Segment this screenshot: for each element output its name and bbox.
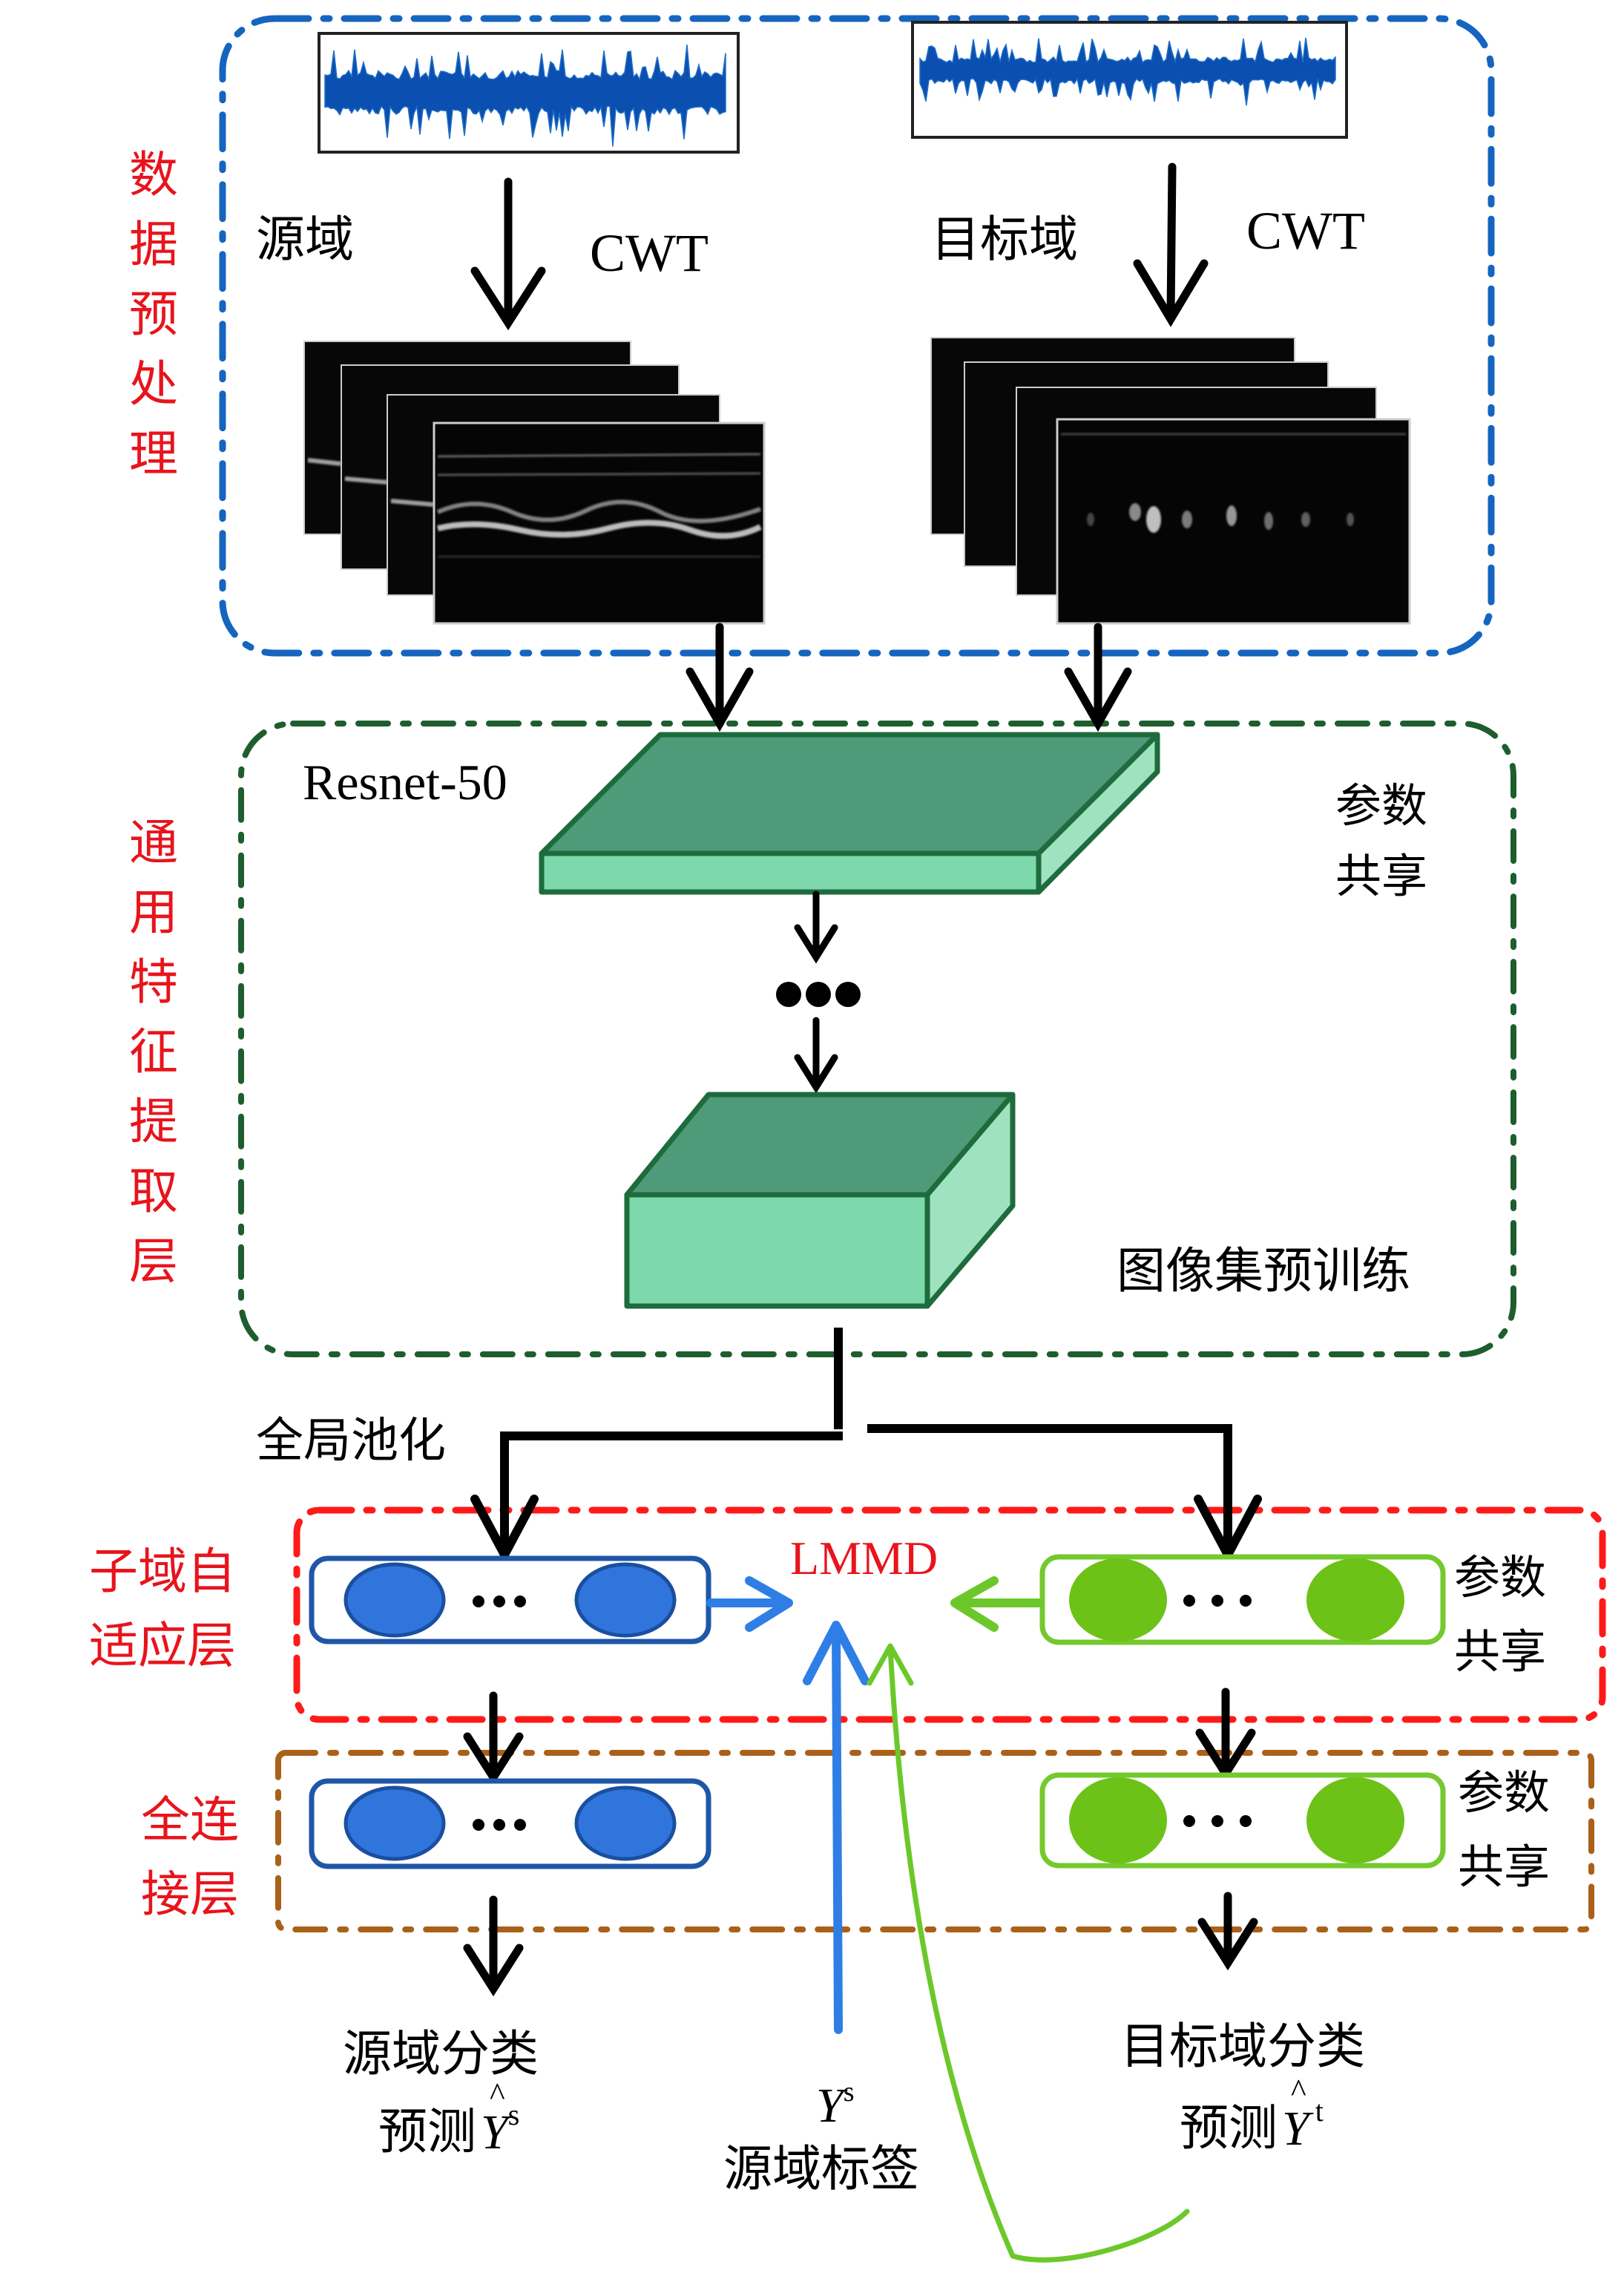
source-label-to-lmmd-arrow xyxy=(803,1621,869,2034)
source-cwt-stack xyxy=(303,341,766,625)
source-label-text: 源域标签 xyxy=(723,2140,919,2197)
target-cwt-stack xyxy=(930,337,1411,625)
target-pred-hat: ^ xyxy=(1291,2073,1306,2109)
target-pred-feedback-curve xyxy=(867,1643,1190,2263)
pretrain-label: 图像集预训练 xyxy=(1117,1242,1410,1299)
source-pred-sup: s xyxy=(507,2098,520,2131)
source-pred-y: Y xyxy=(481,2105,508,2159)
source-pred-label-line1: 源域分类 xyxy=(343,2025,539,2082)
target-to-lmmd-arrow xyxy=(950,1576,1043,1632)
resnet-first-layer-block xyxy=(539,732,1160,895)
source-to-lmmd-arrow xyxy=(706,1576,793,1632)
preprocess-stage-box xyxy=(219,15,1495,657)
subdomain-stage-box xyxy=(293,1506,1606,1723)
adaptation-shared-label-line2: 共享 xyxy=(1454,1624,1547,1679)
target-pred-label-line2: 预测 xyxy=(1180,2099,1278,2157)
source-pred-hat: ^ xyxy=(490,2076,505,2113)
target-signal-plot xyxy=(911,21,1348,139)
source-cwt-label: CWT xyxy=(590,223,709,283)
target-output-arrow xyxy=(1197,1892,1258,1971)
target-cwt-arrow xyxy=(1133,163,1209,327)
fc-shared-label-line2: 共享 xyxy=(1458,1840,1551,1894)
resnet-down-arrow-1 xyxy=(794,891,838,964)
feature-shared-label-line2: 共享 xyxy=(1335,849,1428,903)
resnet-label: Resnet-50 xyxy=(303,754,507,810)
source-label-y: Y xyxy=(816,2079,844,2133)
target-fc-layer xyxy=(1039,1772,1446,1869)
layers-ellipsis-icon xyxy=(776,982,861,1007)
feature-stage-label-text: 通用特征提取层 xyxy=(121,816,178,1305)
fc-stage-label-line2: 接层 xyxy=(141,1866,239,1923)
target-adapt-to-fc-arrow xyxy=(1195,1688,1256,1782)
fc-shared-label-line1: 参数 xyxy=(1458,1765,1551,1820)
source-pred-symbol: ^Y xyxy=(481,2079,508,2159)
source-cwt-arrow xyxy=(470,177,546,331)
target-to-resnet-arrow xyxy=(1064,623,1132,732)
target-domain-label: 目标域 xyxy=(931,211,1078,268)
source-to-resnet-arrow xyxy=(686,623,754,732)
source-domain-label: 源域 xyxy=(256,211,354,268)
source-label-symbol: Ys xyxy=(816,2078,855,2131)
pooling-source-arrowhead xyxy=(470,1495,539,1564)
subdomain-stage-label-line2: 适应层 xyxy=(89,1617,236,1674)
lmmd-loss-label: LMMD xyxy=(790,1532,938,1584)
adaptation-shared-label-line1: 参数 xyxy=(1454,1550,1547,1604)
fc-stage-box xyxy=(275,1750,1594,1932)
source-adaptation-layer xyxy=(309,1555,711,1644)
target-cwt-label: CWT xyxy=(1246,201,1365,260)
source-pred-label-line2: 预测 xyxy=(378,2103,476,2160)
source-signal-plot xyxy=(318,32,740,154)
target-pred-symbol: ^Y xyxy=(1282,2075,1309,2156)
source-label-sup: s xyxy=(843,2076,855,2108)
source-adapt-to-fc-arrow xyxy=(463,1691,524,1785)
fc-stage-label-line1: 全连 xyxy=(141,1791,239,1849)
resnet-last-layer-block xyxy=(624,1092,1016,1309)
feature-stage-box xyxy=(238,721,1516,1357)
source-pred-label: 预测^Ys xyxy=(378,2079,520,2160)
pooling-connector xyxy=(500,1328,1232,1548)
global-pooling-label: 全局池化 xyxy=(256,1414,446,1469)
feature-stage-label: 通用特征提取层 xyxy=(115,816,184,1305)
target-pred-y: Y xyxy=(1282,2102,1309,2156)
resnet-down-arrow-2 xyxy=(794,1017,838,1094)
target-pred-label-line1: 目标域分类 xyxy=(1120,2018,1365,2075)
feature-shared-label-line1: 参数 xyxy=(1335,778,1428,833)
preprocess-stage-label: 数据预处理 xyxy=(115,148,184,497)
target-adaptation-layer xyxy=(1039,1554,1446,1645)
source-fc-layer xyxy=(309,1778,711,1869)
source-output-arrow xyxy=(463,1895,524,1997)
preprocess-stage-label-text: 数据预处理 xyxy=(121,148,178,497)
target-pred-sup: t xyxy=(1315,2094,1324,2128)
subdomain-stage-label-line1: 子域自 xyxy=(89,1543,236,1600)
